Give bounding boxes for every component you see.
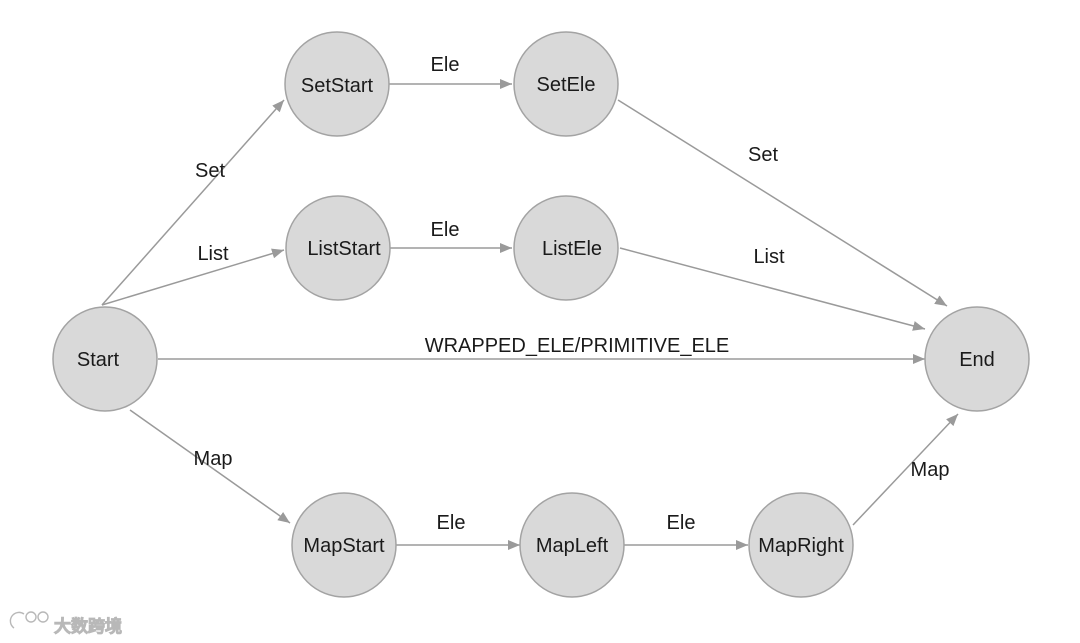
edge-setele-end [617,99,948,307]
edge-label-mapright-end: Map [911,459,950,481]
node-start: Start [52,306,158,412]
node-end-label: End [959,349,995,371]
node-start-label: Start [77,349,120,371]
node-mapstart-label: MapStart [303,535,385,557]
node-setstart: SetStart [284,31,390,137]
edge-label-start-map: Map [194,448,233,470]
watermark: 大数跨境 [9,611,122,637]
edge-listele-end [619,247,926,331]
edge-start-liststart [101,248,285,306]
node-setele: SetEle [513,31,619,137]
node-setstart-label: SetStart [301,75,374,97]
edge-label-setele-end: Set [748,144,778,166]
edge-label-mapleft-mapright: Ele [667,512,696,534]
node-mapstart: MapStart [291,492,397,598]
edge-mapright-end [852,413,959,526]
node-setele-label: SetEle [537,74,596,96]
watermark-text: 大数跨境 [54,616,122,637]
node-mapright: MapRight [748,492,854,598]
edge-label-start-set: Set [195,160,225,182]
edge-label-setstart-setele: Ele [431,54,460,76]
edge-label-listele-end: List [753,246,785,268]
node-end: End [924,306,1030,412]
edge-label-liststart-listele: Ele [431,219,460,241]
watermark-logo-icon [9,611,49,629]
node-mapleft-label: MapLeft [536,535,609,557]
edge-label-mapstart-mapleft: Ele [437,512,466,534]
node-mapleft: MapLeft [519,492,625,598]
node-listele-label: ListEle [542,238,602,260]
node-mapright-label: MapRight [758,535,844,557]
edge-label-start-end: WRAPPED_ELE/PRIMITIVE_ELE [425,335,730,357]
node-liststart: ListStart [285,195,391,301]
edge-start-setstart [101,99,285,306]
node-listele: ListEle [513,195,619,301]
edge-start-mapstart [129,409,291,524]
node-liststart-label: ListStart [307,238,381,260]
edge-label-start-list: List [197,243,229,265]
